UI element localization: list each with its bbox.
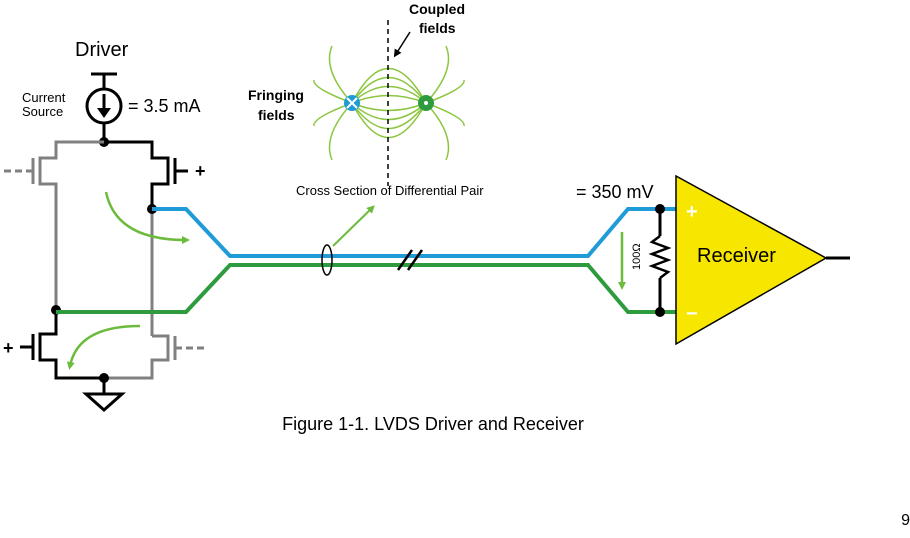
coupled-fields-label-1: Coupled bbox=[409, 1, 465, 17]
current-source bbox=[85, 72, 123, 142]
conductor-positive bbox=[344, 95, 360, 111]
page-number: 9 bbox=[901, 512, 910, 529]
current-arrow-top bbox=[104, 191, 190, 244]
receiver-minus: − bbox=[686, 303, 698, 325]
cross-section-label: Cross Section of Differential Pair bbox=[296, 183, 484, 198]
coupled-fields-arrow bbox=[393, 31, 411, 58]
cross-section-arrow bbox=[332, 205, 375, 247]
driver-title: Driver bbox=[75, 39, 129, 61]
figure-caption: Figure 1-1. LVDS Driver and Receiver bbox=[282, 414, 584, 434]
coupled-fields-label-2: fields bbox=[419, 20, 456, 36]
conductor-negative bbox=[418, 95, 434, 111]
receiver-amplifier bbox=[675, 174, 828, 346]
current-source-label-1: Current bbox=[22, 90, 66, 105]
driver-bridge bbox=[4, 137, 206, 413]
receiver-label: Receiver bbox=[697, 245, 776, 267]
positive-line bbox=[152, 207, 660, 258]
cross-section-ring bbox=[321, 244, 333, 276]
resistor-label: 100Ω bbox=[631, 243, 643, 270]
negative-line bbox=[56, 263, 660, 314]
receiver-plus: + bbox=[686, 201, 698, 223]
field-lines bbox=[313, 45, 465, 161]
voltage-label: = 350 mV bbox=[576, 182, 654, 202]
lower-left-plus: + bbox=[3, 338, 14, 358]
upper-right-plus: + bbox=[195, 161, 206, 181]
line-break-marks bbox=[396, 249, 424, 271]
current-arrow-bottom bbox=[66, 324, 141, 370]
current-source-label-2: Source bbox=[22, 104, 63, 119]
fringing-fields-label-1: Fringing bbox=[248, 87, 304, 103]
current-value: = 3.5 mA bbox=[128, 96, 201, 116]
termination-resistor bbox=[648, 204, 672, 317]
fringing-fields-label-2: fields bbox=[258, 107, 295, 123]
